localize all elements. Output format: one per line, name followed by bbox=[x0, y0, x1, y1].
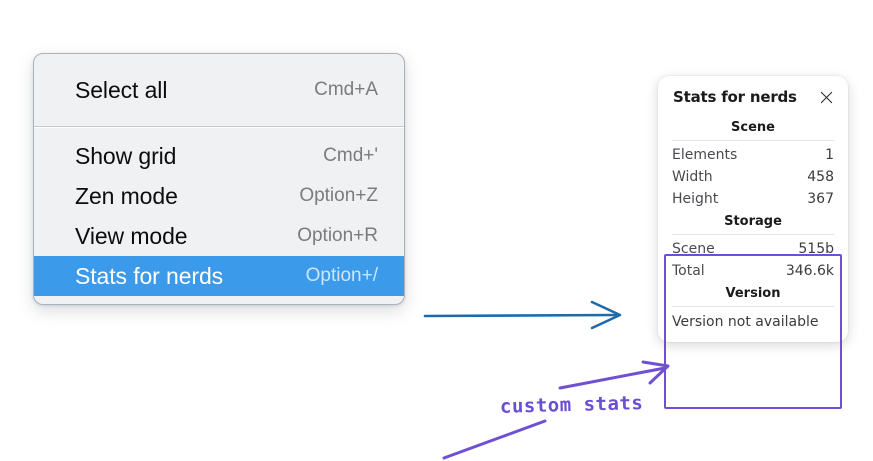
stat-key: Elements bbox=[672, 147, 738, 163]
version-not-available-text: Version not available bbox=[672, 314, 819, 330]
stat-row-elements: Elements 1 bbox=[672, 144, 834, 166]
stat-value: 346.6k bbox=[785, 263, 834, 279]
menu-item-select-all[interactable]: Select all Cmd+A bbox=[34, 70, 404, 110]
section-divider bbox=[672, 234, 834, 235]
stat-row-height: Height 367 bbox=[672, 188, 834, 210]
stats-panel-body: Scene Elements 1 Width 458 Height 367 St… bbox=[658, 116, 848, 332]
custom-stats-annotation: custom stats bbox=[499, 392, 644, 418]
stat-value: 367 bbox=[807, 191, 834, 207]
menu-item-shortcut: Option+/ bbox=[305, 265, 378, 286]
section-title-storage: Storage bbox=[724, 214, 782, 229]
stat-key: Width bbox=[672, 169, 713, 185]
menu-group-primary: Select all Cmd+A bbox=[34, 54, 404, 126]
section-divider bbox=[672, 140, 834, 141]
menu-item-shortcut: Cmd+A bbox=[314, 79, 378, 100]
stat-row-storage-total: Total 346.6k bbox=[672, 260, 834, 282]
stats-panel-header: Stats for nerds bbox=[658, 88, 848, 106]
context-menu[interactable]: Select all Cmd+A Show grid Cmd+' Zen mod… bbox=[33, 53, 405, 305]
section-divider bbox=[672, 306, 834, 307]
menu-item-label: View mode bbox=[75, 222, 188, 249]
stat-row-width: Width 458 bbox=[672, 166, 834, 188]
close-icon[interactable] bbox=[819, 90, 834, 105]
section-title-version: Version bbox=[725, 286, 781, 301]
stats-for-nerds-panel[interactable]: Stats for nerds Scene Elements 1 Width 4… bbox=[658, 76, 848, 342]
stat-key: Height bbox=[672, 191, 719, 207]
menu-separator bbox=[34, 126, 404, 128]
menu-item-label: Select all bbox=[75, 76, 168, 103]
menu-item-shortcut: Option+R bbox=[297, 225, 378, 246]
stat-value: 1 bbox=[825, 147, 834, 163]
menu-item-label: Stats for nerds bbox=[75, 262, 224, 289]
menu-item-view-mode[interactable]: View mode Option+R bbox=[34, 216, 404, 256]
section-title-scene: Scene bbox=[731, 120, 775, 135]
menu-item-shortcut: Cmd+' bbox=[323, 145, 378, 166]
menu-item-zen-mode[interactable]: Zen mode Option+Z bbox=[34, 176, 404, 216]
stat-value: 458 bbox=[807, 169, 834, 185]
menu-item-show-grid[interactable]: Show grid Cmd+' bbox=[34, 136, 404, 176]
menu-item-label: Zen mode bbox=[75, 182, 178, 209]
menu-item-label: Show grid bbox=[75, 142, 177, 169]
menu-group-view: Show grid Cmd+' Zen mode Option+Z View m… bbox=[34, 128, 404, 304]
stat-key: Scene bbox=[672, 241, 715, 257]
stat-value: 515b bbox=[798, 241, 834, 257]
stat-row-storage-scene: Scene 515b bbox=[672, 238, 834, 260]
menu-item-stats-for-nerds[interactable]: Stats for nerds Option+/ bbox=[34, 256, 404, 296]
stat-key: Total bbox=[672, 263, 705, 279]
flow-arrow-icon bbox=[423, 300, 622, 330]
stats-panel-title: Stats for nerds bbox=[673, 88, 797, 106]
menu-item-shortcut: Option+Z bbox=[299, 185, 378, 206]
